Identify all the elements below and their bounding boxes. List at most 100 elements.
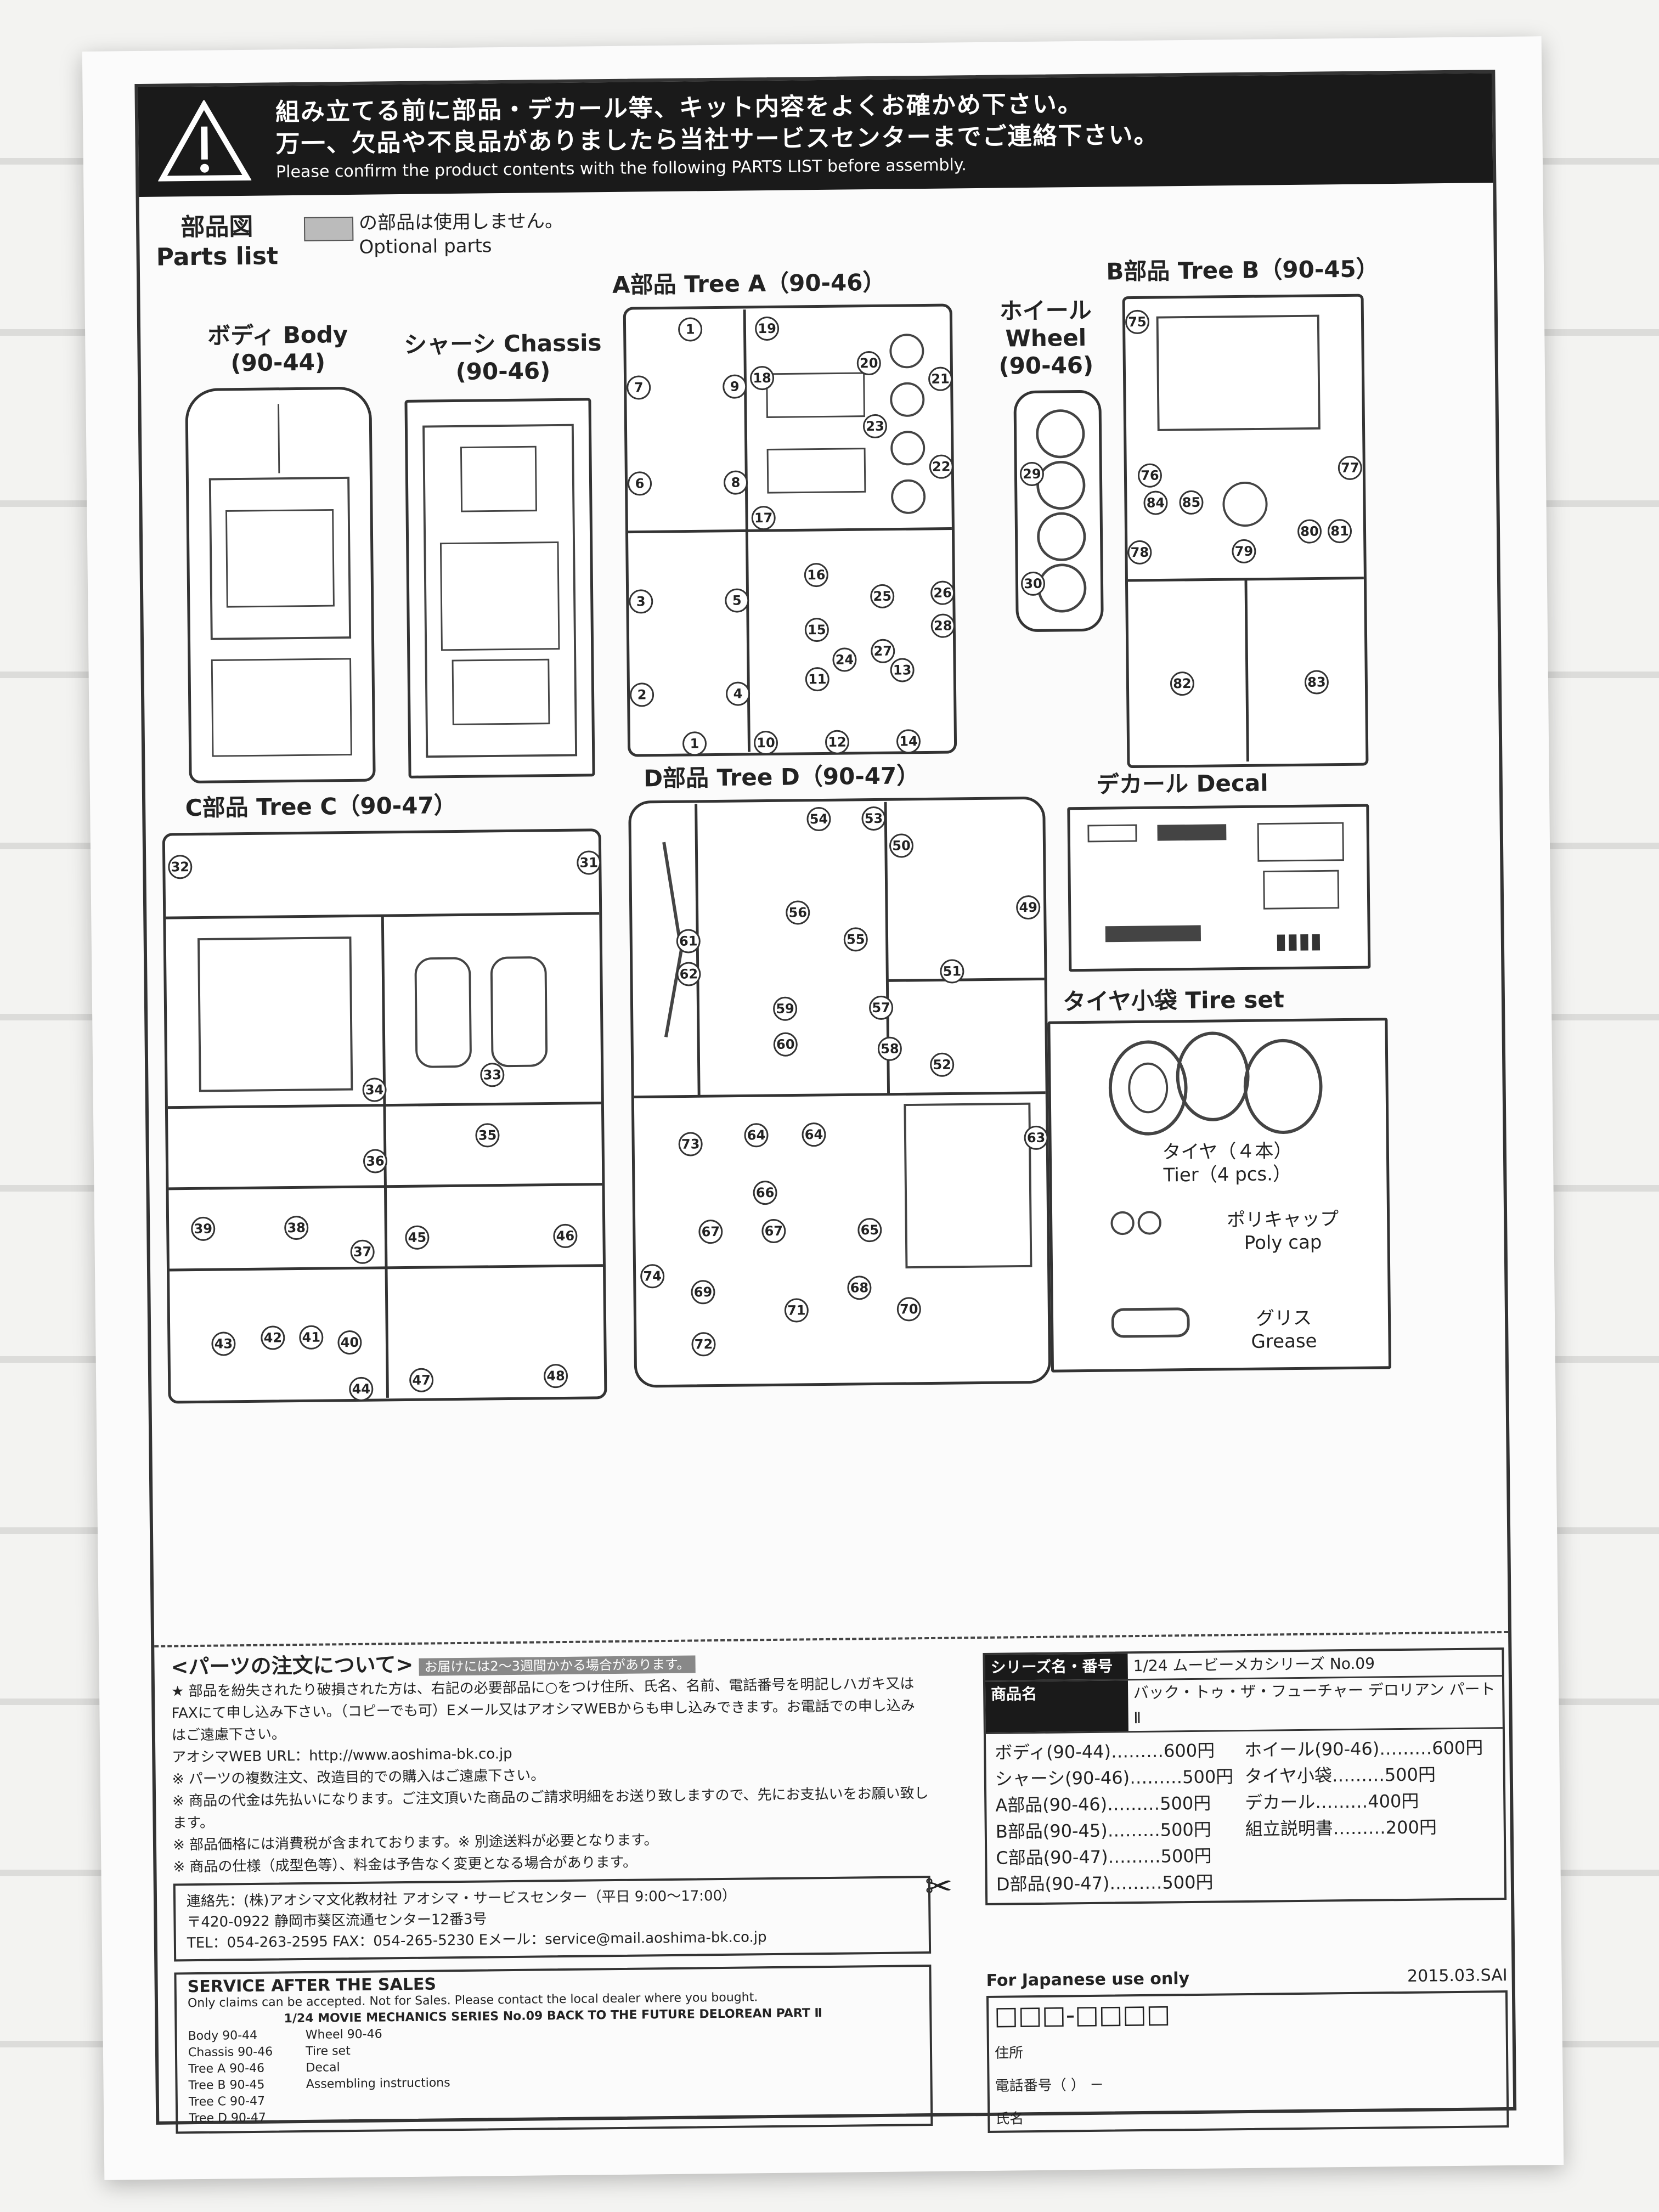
tire-set-box: タイヤ（４本） Tier（4 pcs.） ポリキャップ Poly cap グリス… [1047, 1018, 1392, 1373]
part-num: 74 [640, 1264, 665, 1289]
parts-list-title: 部品図 Parts list [156, 212, 279, 272]
part-num: 36 [363, 1149, 388, 1173]
part-num: 7 [626, 375, 651, 400]
part-num: 53 [861, 806, 886, 831]
price-item: C部品(90-47)………500円 [996, 1845, 1212, 1869]
part-num: 5 [725, 588, 749, 613]
part-num: 18 [749, 365, 775, 391]
sheet-frame: 組み立てる前に部品・デカール等、キット内容をよくお確かめ下さい。 万一、欠品や不… [134, 70, 1517, 2134]
service-item: Tree D 90-47 [189, 2111, 267, 2126]
chassis-part [404, 398, 595, 778]
part-num: 8 [723, 470, 748, 495]
part-num: 22 [929, 454, 953, 479]
grease-label: グリス Grease [1207, 1306, 1361, 1354]
part-num: 63 [1024, 1125, 1048, 1150]
tree-c-title: C部品 Tree C（90-47） [185, 791, 457, 822]
product-value: バック・トゥ・ザ・フューチャー デロリアン パートⅡ [1133, 1680, 1496, 1728]
optional-note-en: Optional parts [359, 235, 492, 258]
wheel-label-en: Wheel [1005, 324, 1087, 352]
chassis-label: シャーシ Chassis [404, 329, 602, 358]
part-num: 69 [691, 1280, 715, 1305]
part-num: 67 [761, 1218, 786, 1244]
tree-b: 75 76 77 84 85 78 79 80 81 82 83 [1122, 294, 1369, 769]
part-num: 49 [1015, 895, 1041, 920]
part-num: 68 [847, 1276, 872, 1300]
zip-field[interactable]: □□□-□□□□ [994, 1999, 1171, 2030]
part-num: 24 [832, 647, 857, 672]
part-num: 26 [930, 580, 955, 605]
part-num: 14 [896, 729, 921, 754]
contact-box: 連絡先：(株)アオシマ文化教材社 アオシマ・サービスセンター（平日 9:00〜1… [173, 1876, 932, 1962]
part-num: 55 [843, 927, 868, 952]
part-num: 29 [1019, 461, 1045, 487]
service-item: Tree C 90-47 [188, 2094, 266, 2109]
japan-form-box[interactable]: □□□-□□□□ 住所 電話番号（ ） － 氏名 [986, 1990, 1509, 2133]
service-item: Tree B 90-45 [188, 2078, 265, 2093]
part-num: 39 [191, 1216, 216, 1242]
part-num: 35 [475, 1123, 500, 1148]
part-num: 59 [772, 996, 798, 1021]
part-num: 9 [722, 374, 747, 399]
cut-line [154, 1630, 1509, 1647]
service-item: Assembling instructions [306, 2076, 450, 2091]
phone-field[interactable]: 電話番号（ ） － [995, 2076, 1104, 2095]
part-num: 56 [786, 900, 810, 925]
part-num: 32 [168, 855, 193, 879]
series-value: 1/24 ムービーメカシリーズ No.09 [1133, 1654, 1375, 1675]
polycap-label-en: Poly cap [1244, 1231, 1322, 1254]
part-num: 60 [773, 1032, 798, 1057]
warning-banner: 組み立てる前に部品・デカール等、キット内容をよくお確かめ下さい。 万一、欠品や不… [138, 73, 1493, 197]
part-num: 83 [1304, 670, 1329, 695]
tree-d: 54 53 50 56 55 49 61 62 51 59 57 60 58 5… [628, 796, 1052, 1388]
part-num: 42 [261, 1325, 285, 1350]
part-num: 66 [753, 1180, 777, 1205]
part-num: 11 [805, 667, 830, 692]
part-num: 58 [877, 1036, 902, 1061]
service-item: Decal [306, 2061, 340, 2075]
service-item: Tree A 90-46 [188, 2061, 265, 2076]
chassis-code: (90-46) [455, 357, 551, 385]
part-num: 27 [871, 639, 895, 664]
body-label: ボディ Body [207, 320, 348, 349]
part-num: 48 [543, 1363, 568, 1389]
wheel-code: (90-46) [998, 351, 1094, 380]
service-box: SERVICE AFTER THE SALES Only claims can … [174, 1965, 933, 2134]
part-num: 81 [1327, 518, 1352, 544]
part-num: 40 [337, 1330, 362, 1355]
price-item: B部品(90-45)………500円 [995, 1819, 1212, 1842]
service-item: Chassis 90-46 [188, 2045, 273, 2060]
parts-list-title-jp: 部品図 [180, 212, 253, 242]
part-num: 62 [676, 962, 701, 986]
part-num: 45 [405, 1225, 430, 1250]
part-num: 75 [1125, 309, 1150, 335]
decal-sheet: ▮▮▮▮ [1067, 804, 1371, 972]
part-num: 77 [1338, 455, 1363, 481]
part-num: 67 [698, 1219, 723, 1244]
price-item [1245, 1839, 1495, 1869]
grease-label-en: Grease [1251, 1330, 1317, 1353]
part-num: 72 [691, 1332, 716, 1357]
part-num: 25 [870, 584, 895, 609]
part-num: 64 [744, 1123, 769, 1148]
part-num: 64 [802, 1122, 826, 1147]
address-field[interactable]: 住所 [994, 2045, 1024, 2062]
price-item: ホイール(90-46)………600円 [1244, 1737, 1483, 1761]
wheel-title: ホイール Wheel (90-46) [974, 296, 1118, 380]
part-num: 1 [678, 317, 703, 342]
part-num: 50 [889, 833, 914, 858]
price-item: A部品(90-46)………500円 [995, 1792, 1211, 1816]
price-item: タイヤ小袋………500円 [1244, 1764, 1436, 1787]
order-heading: <パーツの注文について> [171, 1652, 414, 1679]
order-delivery-note: お届けには2〜3週間かかる場合があります。 [419, 1655, 696, 1676]
part-num: 43 [211, 1331, 236, 1356]
part-num: 51 [940, 959, 964, 984]
price-item: シャーシ(90-46)………500円 [995, 1766, 1234, 1790]
part-num: 71 [784, 1298, 809, 1323]
tree-d-title: D部品 Tree D（90-47） [643, 762, 920, 792]
wheel-tree: 29 30 [1013, 390, 1104, 633]
part-num: 47 [409, 1368, 434, 1392]
part-num: 3 [629, 589, 653, 614]
service-item: Wheel 90-46 [305, 2027, 382, 2042]
name-field[interactable]: 氏名 [995, 2111, 1024, 2128]
part-num: 1 [682, 731, 707, 756]
